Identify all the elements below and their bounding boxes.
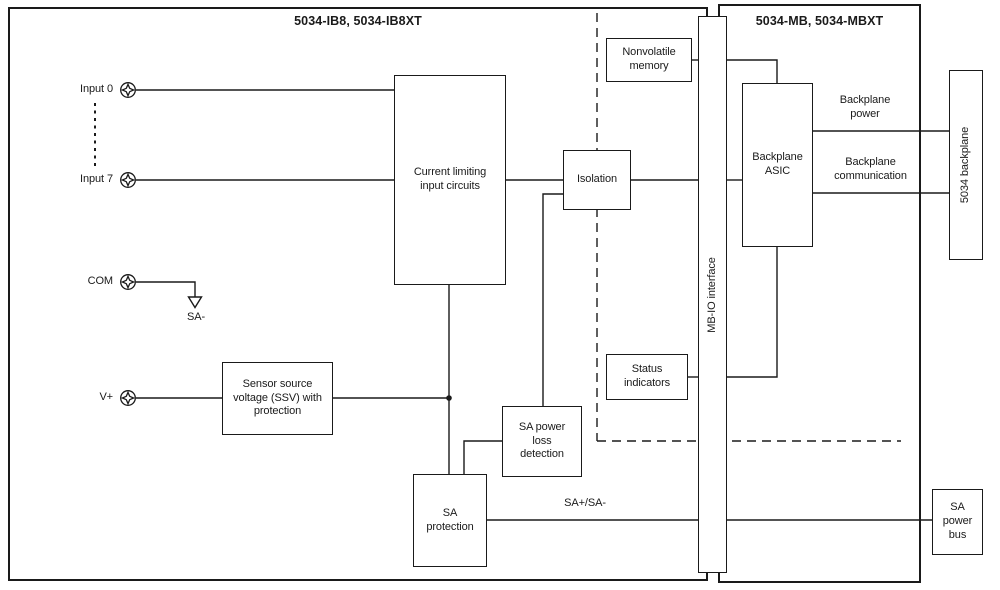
- com-terminal-label: COM: [87, 275, 113, 287]
- input7-terminal-label: Input 7: [80, 173, 113, 185]
- isolation-label: Isolation: [576, 173, 618, 186]
- status-indicators-label: Status indicators: [623, 363, 671, 389]
- mb-io-interface-bar: MB-IO interface: [698, 16, 727, 573]
- right-section-title: 5034-MB, 5034-MBXT: [755, 14, 884, 28]
- vplus-terminal-icon: [120, 390, 136, 406]
- isolation-block: Isolation: [563, 150, 631, 210]
- input0-terminal-icon: [120, 82, 136, 98]
- sa-protection-label: SA protection: [426, 506, 474, 533]
- vplus-terminal-label: V+: [99, 391, 113, 403]
- sa-power-loss-label: SA power loss detection: [518, 420, 566, 461]
- input7-terminal-icon: [120, 172, 136, 188]
- backplane-asic-label: Backplane ASIC: [752, 151, 803, 177]
- sa-bus-label: SA+/SA-: [564, 497, 606, 509]
- wire-saloss-saprotection: [463, 440, 502, 474]
- left-section-title: 5034-IB8, 5034-IB8XT: [294, 14, 422, 28]
- wire-junction-dot: [446, 395, 452, 401]
- ssv-block: Sensor source voltage (SSV) with protect…: [222, 362, 333, 435]
- wire-com: [136, 281, 196, 297]
- backplane-asic-block: Backplane ASIC: [742, 83, 813, 247]
- sa-minus-ground-icon: [187, 296, 203, 309]
- sa-minus-label: SA-: [186, 311, 206, 323]
- backplane-5034-block: 5034 backplane: [949, 70, 983, 260]
- sa-power-bus-block: SA power bus: [932, 489, 983, 555]
- nonvolatile-memory-label: Nonvolatile memory: [622, 46, 676, 72]
- sa-protection-block: SA protection: [413, 474, 487, 567]
- sa-power-bus-label: SA power bus: [942, 501, 973, 541]
- mb-io-interface-label: MB-IO interface: [705, 256, 718, 333]
- input0-terminal-label: Input 0: [80, 83, 113, 95]
- current-limiting-label: Current limiting input circuits: [413, 166, 487, 192]
- backplane-power-label: Backplane power: [839, 94, 891, 120]
- wire-mbio-asic-top: [727, 59, 778, 83]
- wire-isolation-saloss: [542, 193, 563, 406]
- sa-power-loss-block: SA power loss detection: [502, 406, 582, 477]
- com-terminal-icon: [120, 274, 136, 290]
- backplane-communication-label: Backplane communication: [834, 156, 907, 182]
- backplane-5034-label: 5034 backplane: [959, 126, 972, 204]
- current-limiting-block: Current limiting input circuits: [394, 75, 506, 285]
- wire-mbio-asic-bottom: [727, 247, 778, 378]
- ssv-label: Sensor source voltage (SSV) with protect…: [233, 377, 322, 418]
- status-indicators-block: Status indicators: [606, 354, 688, 400]
- nonvolatile-memory-block: Nonvolatile memory: [606, 38, 692, 82]
